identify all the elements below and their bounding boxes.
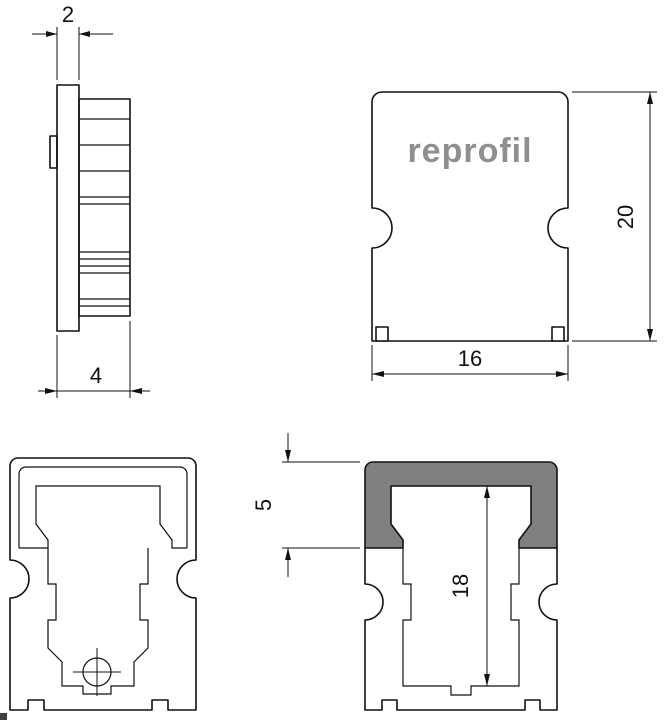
side-body (78, 98, 131, 317)
section-view-dimensions: 5 18 (251, 433, 490, 686)
front-outline (371, 91, 569, 342)
dim-16-arrow-right (556, 371, 568, 377)
dim-16-extension-lines (371, 345, 569, 381)
dim-2-arrow-left (46, 31, 57, 37)
dim-5-arrow-top (285, 450, 291, 462)
dim-20-extension-lines (572, 91, 657, 342)
brand-logo: reprofil (407, 132, 532, 170)
dim-20-arrow-top (647, 92, 653, 104)
dim-18-arrow-bottom (484, 674, 490, 686)
profile-outline-view (9, 457, 197, 711)
dim-20-label: 20 (613, 205, 638, 229)
side-flange (56, 84, 80, 332)
dim-18-label: 18 (448, 574, 473, 598)
section-outer-contour (364, 547, 558, 711)
section-view (364, 461, 558, 711)
side-view (49, 84, 131, 332)
dim-18-arrow-top (484, 486, 490, 498)
dim-20-arrow-bottom (647, 329, 653, 341)
dim-2-arrow-right (79, 31, 90, 37)
dim-2-extension-lines (56, 27, 80, 80)
dim-5-extension-lines (282, 461, 360, 549)
front-bottom-notch-left (375, 326, 389, 342)
dim-4-arrow-left (45, 388, 57, 394)
dim-16-arrow-left (372, 371, 384, 377)
dim-5-label: 5 (251, 499, 276, 511)
dim-16-label: 16 (458, 346, 482, 371)
profile-outer-contour (9, 457, 197, 711)
dim-2-label: 2 (62, 2, 74, 27)
section-cavity (402, 548, 520, 696)
section-cap-fill (364, 461, 558, 549)
front-view: reprofil (371, 91, 569, 342)
profile-inner-contour (18, 466, 188, 548)
screw-boss-crosshair (73, 648, 121, 696)
front-view-dimensions: 20 16 (371, 91, 657, 381)
dim-4-label: 4 (90, 363, 102, 388)
dim-4-arrow-right (130, 388, 142, 394)
profile-cap-hooks (19, 485, 187, 549)
dim-4-extension-lines (56, 321, 131, 398)
front-bottom-notch-right (551, 326, 565, 342)
corner-artifact (0, 713, 7, 720)
side-view-dimensions: 2 4 (32, 2, 150, 398)
side-tab (49, 135, 58, 169)
side-body-feature-lines (79, 118, 130, 307)
dim-5-arrow-bottom (285, 548, 291, 560)
